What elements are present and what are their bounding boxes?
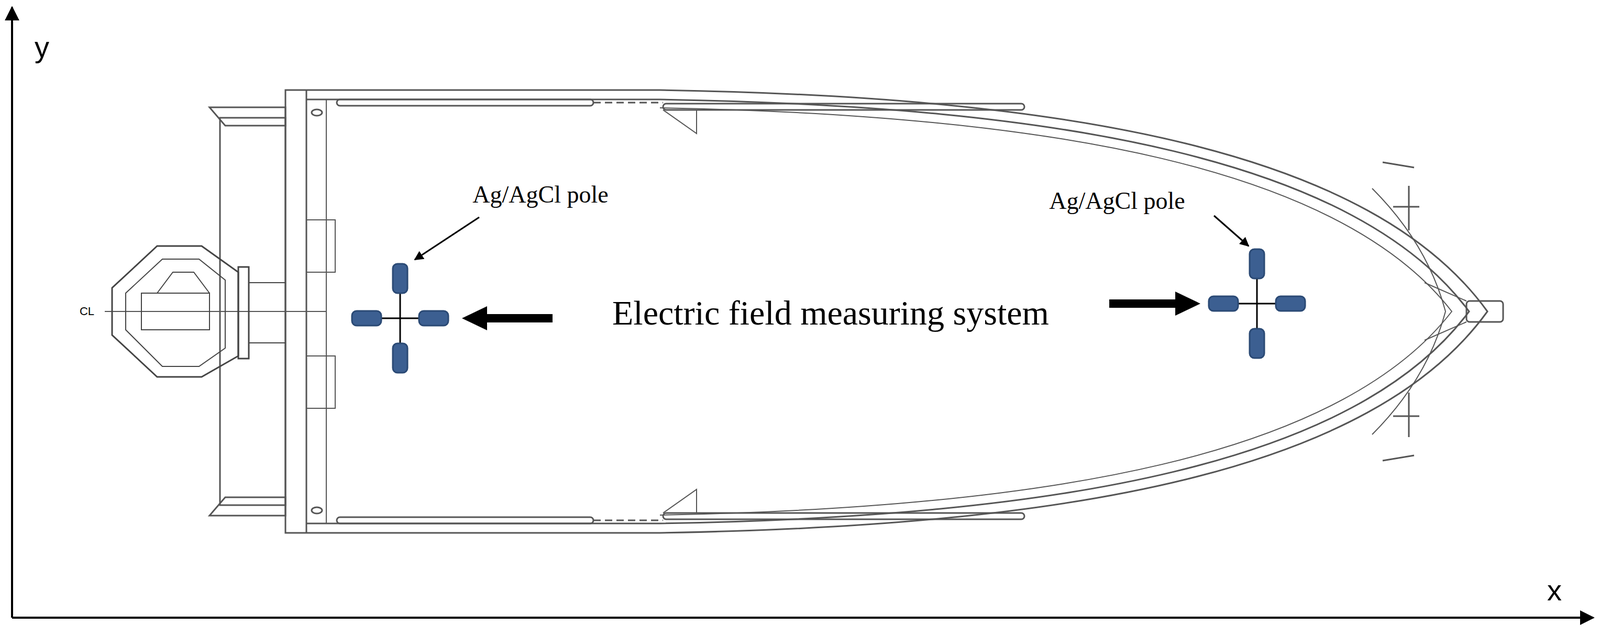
arrow-shaft	[1109, 299, 1178, 308]
motor-bracket	[248, 342, 286, 344]
fitting	[311, 109, 323, 116]
electrode-pole	[392, 263, 408, 294]
electrode-pole	[418, 311, 449, 326]
motor-cowl	[112, 246, 239, 378]
axis-label: y	[34, 30, 50, 64]
centerline-mark: CL	[79, 304, 95, 318]
electrode-pole	[1275, 296, 1306, 312]
part-label: Ag/AgCl pole	[472, 181, 609, 209]
system-label: Electric field measuring system	[612, 293, 1050, 334]
y-axis	[10, 7, 14, 619]
motor-bracket	[248, 282, 286, 284]
leader-line	[1214, 215, 1249, 247]
electrode-pole	[1249, 249, 1265, 279]
gunwale-strip	[336, 99, 594, 106]
electrode-pole	[1249, 328, 1265, 359]
label-text: Electric field measuring system	[612, 293, 1050, 333]
gunwale-strip	[663, 103, 1025, 110]
stern-fin	[209, 497, 286, 516]
bow-cleat	[1382, 162, 1420, 461]
motor-detail	[141, 272, 210, 330]
axis-label: x	[1547, 574, 1562, 608]
hull-outline	[285, 90, 1488, 534]
cross-arm	[1256, 270, 1259, 338]
fitting	[311, 507, 323, 514]
leader-line	[414, 217, 480, 260]
electrode-cross	[1208, 249, 1306, 359]
electrode-pole	[351, 311, 382, 326]
bow-fitting	[1466, 301, 1504, 323]
gunwale-strip	[663, 513, 1025, 520]
x-axis	[12, 616, 1594, 620]
transom-notch	[306, 219, 336, 409]
part-label: Ag/AgCl pole	[1049, 187, 1185, 216]
arrow-head	[1175, 291, 1201, 316]
stern-fin	[209, 107, 286, 126]
motor-cowl-inner	[125, 259, 226, 367]
cross-arm	[399, 284, 402, 352]
outboard-motor	[112, 246, 286, 378]
motor-bracket	[238, 267, 249, 359]
label-text: Ag/AgCl pole	[472, 181, 609, 208]
arrow-shaft	[484, 314, 553, 323]
label-text: Ag/AgCl pole	[1049, 187, 1185, 215]
gunwale-strip	[336, 517, 594, 524]
electrode-cross	[351, 263, 449, 373]
pointer-arrow	[461, 306, 553, 331]
hull	[209, 90, 1504, 534]
label-text: CL	[79, 304, 95, 318]
centerline	[104, 311, 327, 313]
electrode-pole	[1208, 296, 1239, 312]
hull-inner-line	[306, 99, 1470, 524]
pointer-arrow	[1109, 291, 1201, 316]
arrow-head	[461, 306, 488, 331]
label-text: y	[34, 30, 50, 64]
label-text: x	[1547, 574, 1562, 608]
electrode-pole	[392, 343, 408, 373]
